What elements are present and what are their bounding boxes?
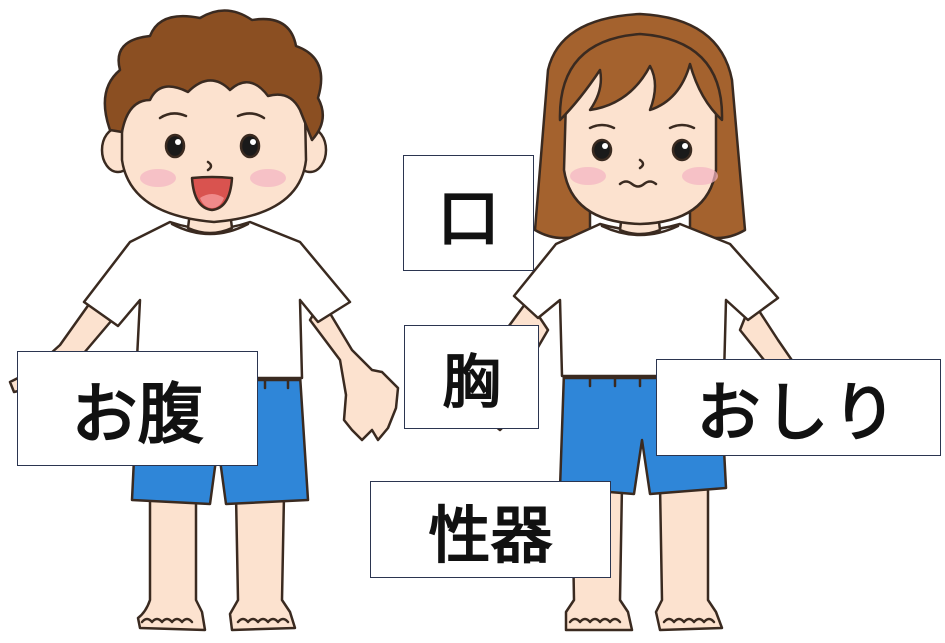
- label-belly: お腹: [71, 375, 204, 453]
- boy-left-eye-shine: [175, 139, 181, 145]
- girl-mouth: [618, 180, 658, 188]
- label-card-belly: お腹: [17, 351, 258, 466]
- label-card-bottom: おしり: [656, 359, 941, 456]
- girl-right-toes: [662, 617, 716, 624]
- boy-left-eye: [164, 133, 186, 159]
- girl-nose: [638, 158, 645, 170]
- girl-brows: [588, 123, 696, 130]
- boy-left-toes: [140, 617, 194, 624]
- boy-right-leg: [228, 493, 297, 632]
- boy-left-leg: [136, 493, 207, 632]
- girl-right-cheek: [682, 167, 718, 185]
- girl-shirt: [512, 222, 780, 378]
- girl-right-eye: [671, 138, 693, 162]
- girl-left-cheek: [570, 167, 606, 185]
- boy-right-toes: [236, 617, 290, 624]
- boy-figure: [8, 9, 400, 632]
- label-mouth: 口: [437, 182, 500, 255]
- boy-right-arm: [308, 298, 400, 442]
- boy-hair: [103, 9, 325, 142]
- girl-right-leg: [654, 483, 724, 632]
- label-card-genitals: 性器: [370, 481, 611, 578]
- girl-left-eye: [591, 138, 613, 162]
- label-genitals: 性器: [428, 498, 553, 572]
- girl-left-toes: [568, 617, 622, 624]
- label-card-mouth: 口: [403, 155, 534, 271]
- label-card-chest: 胸: [404, 325, 539, 429]
- boy-tongue: [200, 194, 224, 208]
- label-bottom: おしり: [696, 376, 901, 451]
- label-chest: 胸: [442, 348, 501, 416]
- boy-left-cheek: [140, 169, 176, 187]
- girl-shorts-waist: [562, 376, 722, 388]
- girl-right-eye-shine: [682, 143, 688, 149]
- girl-left-eye-shine: [602, 143, 608, 149]
- boy-brows: [158, 112, 266, 120]
- boy-right-eye-shine: [250, 139, 256, 145]
- boy-right-eye: [239, 133, 261, 159]
- boy-nose: [206, 160, 213, 172]
- girl-bangs: [558, 32, 724, 122]
- boy-right-cheek: [250, 169, 286, 187]
